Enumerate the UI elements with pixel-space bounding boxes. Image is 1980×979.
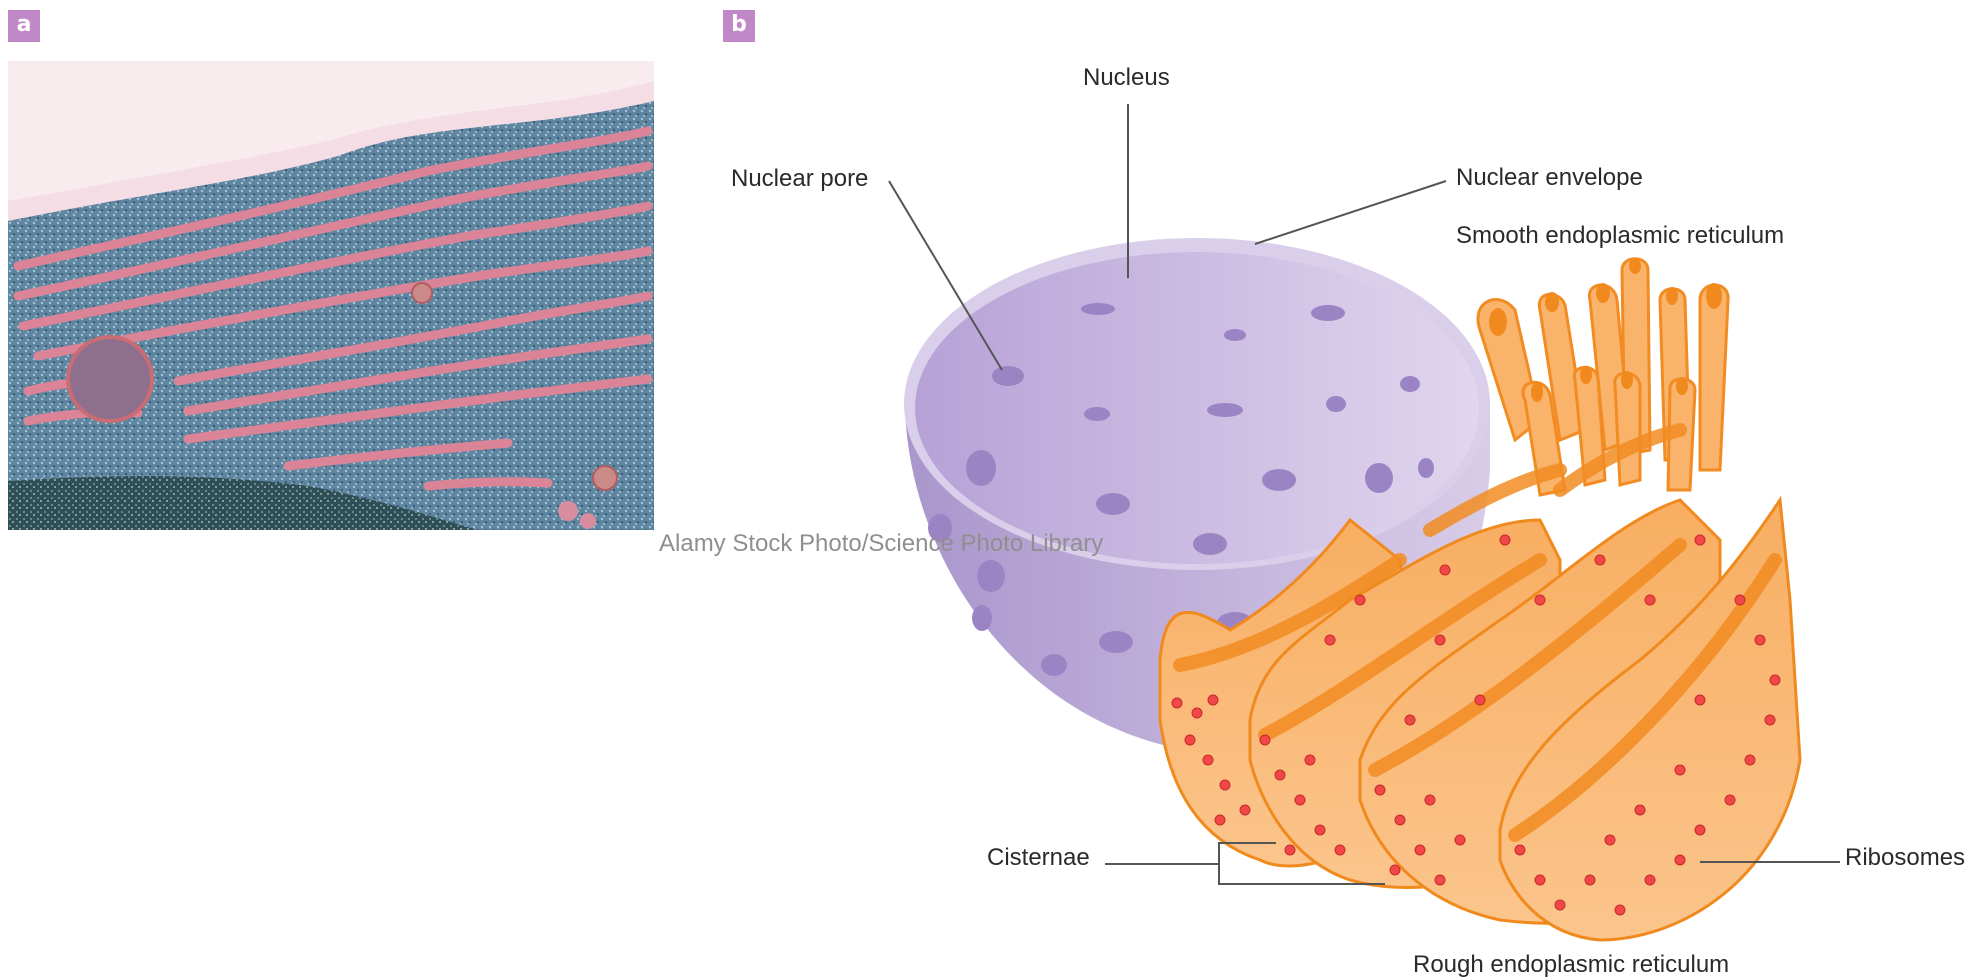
label-smooth-er: Smooth endoplasmic reticulum: [1456, 222, 1784, 250]
label-nuclear-envelope: Nuclear envelope: [1456, 164, 1643, 192]
label-ribosomes: Ribosomes: [1845, 844, 1965, 872]
label-rough-er: Rough endoplasmic reticulum: [1413, 951, 1729, 979]
label-nucleus: Nucleus: [1083, 64, 1170, 92]
label-cisternae: Cisternae: [987, 844, 1090, 872]
photo-credit: Alamy Stock Photo/Science Photo Library: [659, 530, 1103, 558]
label-nuclear-pore: Nuclear pore: [731, 165, 868, 193]
